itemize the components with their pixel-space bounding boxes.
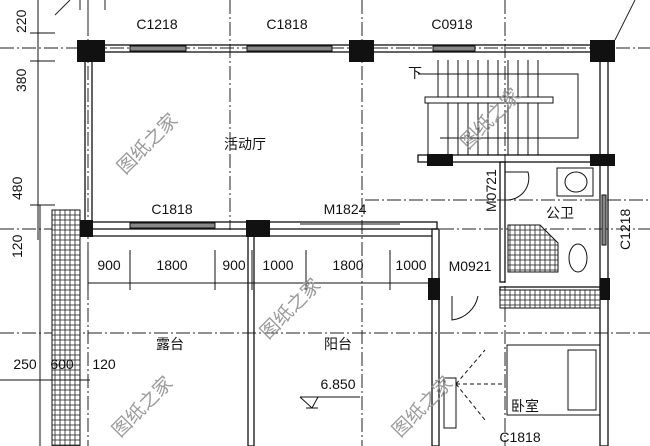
- dim-balcony-2: 1800: [156, 257, 187, 273]
- door-label-wc: M0721: [483, 169, 499, 212]
- room-public-wc: 公卫: [546, 206, 574, 222]
- dim-left-vertical-1: 220: [13, 9, 29, 33]
- dimension-lines: [0, 0, 433, 381]
- door-swings: [300, 171, 530, 321]
- window-label-top-left: C1218: [136, 16, 177, 32]
- wardrobe: [499, 289, 601, 309]
- washbasin-icon: [564, 171, 588, 193]
- shower-icon: [507, 224, 559, 273]
- room-activity-hall: 活动厅: [224, 137, 266, 153]
- dim-balcony-6: 1000: [395, 257, 426, 273]
- watermark: 图纸之家: [456, 84, 525, 153]
- window-label-bottom-right: C1818: [499, 429, 540, 445]
- toilet-icon: [568, 243, 588, 273]
- parapet: [39, 205, 81, 446]
- dim-left-horizontal-3: 120: [92, 356, 116, 372]
- dim-left-horizontal-1: 250: [13, 356, 37, 372]
- watermark: 图纸之家: [388, 372, 457, 441]
- room-balcony: 阳台: [324, 337, 352, 353]
- door-label-main: M1824: [324, 201, 367, 217]
- watermark: 图纸之家: [113, 109, 182, 178]
- dim-balcony-5: 1800: [332, 257, 363, 273]
- bed-icon: [443, 344, 601, 429]
- window-label-right: C1218: [617, 209, 633, 250]
- window-marks: [129, 45, 607, 246]
- window-label-top-right: C0918: [431, 16, 472, 32]
- stair-down-label: 下: [408, 66, 422, 82]
- dim-balcony-4: 1000: [262, 257, 293, 273]
- dim-left-vertical-4: 120: [9, 234, 25, 258]
- dim-balcony-3: 900: [222, 257, 246, 273]
- window-label-lower-left: C1818: [151, 201, 192, 217]
- dim-left-vertical-3: 480: [9, 176, 25, 200]
- bathroom-fixtures: [499, 167, 601, 309]
- dim-balcony-1: 900: [97, 257, 121, 273]
- room-terrace: 露台: [156, 337, 184, 353]
- stair: [418, 60, 579, 155]
- window-label-top-mid: C1818: [266, 16, 307, 32]
- dim-left-vertical-2: 380: [13, 68, 29, 92]
- door-label-bedroom: M0921: [449, 258, 492, 274]
- watermark: 图纸之家: [108, 372, 177, 441]
- room-bedroom: 卧室: [511, 398, 539, 415]
- elevation-label: 6.850: [320, 376, 355, 392]
- elevation-marker-icon: [299, 396, 360, 409]
- dim-left-horizontal-2: 600: [50, 356, 74, 372]
- columns: [77, 40, 615, 300]
